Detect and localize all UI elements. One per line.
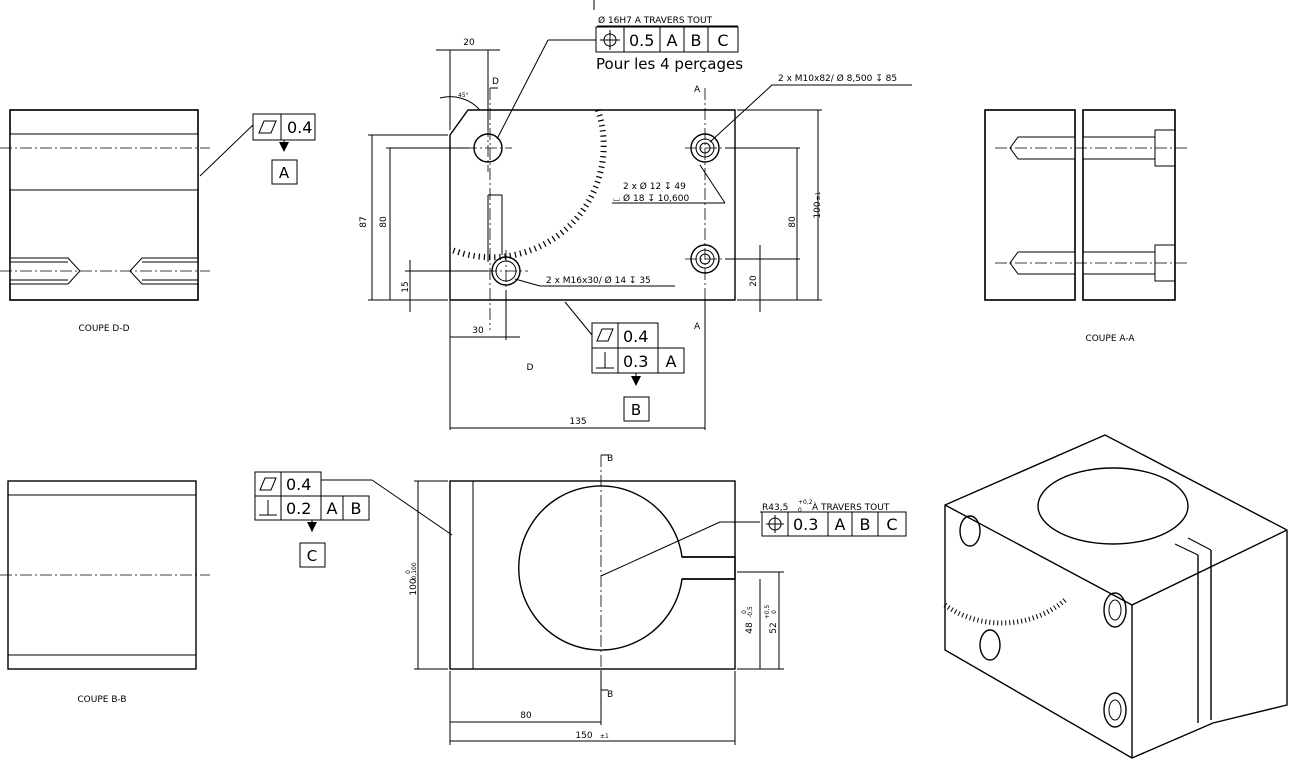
section-aa-label: COUPE A-A (1085, 334, 1135, 344)
top-dim-80: 80 (520, 711, 532, 721)
top-view: B B 0.4 0.2 A B C R43,5 +0,2 0 À TRAVERS… (254, 454, 907, 745)
dim-20-right: 20 (749, 275, 759, 287)
pos-frame-datum-a: A (835, 515, 846, 534)
hole-note: Pour les 4 perçages (596, 55, 743, 73)
top-frame-flatness: 0.4 (286, 475, 311, 494)
m16-callout: 2 x M16x30/ Ø 14 ↧ 35 (546, 275, 651, 286)
radius-tol-upper: +0,2 (798, 499, 813, 506)
datum-c-label: C (307, 547, 317, 565)
flatness-symbol-cell (252, 113, 282, 141)
isometric-view (943, 434, 1288, 759)
dim-87: 87 (359, 216, 369, 227)
dim-80-right: 80 (788, 216, 798, 228)
radius-callout: R43,5 (762, 503, 788, 513)
section-bb-label: COUPE B-B (77, 695, 126, 705)
hole-frame-tol: 0.5 (629, 31, 654, 50)
top-dim-100-tol-upper: 0 (405, 570, 412, 574)
section-aa-view: COUPE A-A (984, 109, 1190, 344)
top-dim-150-tol: ±1 (600, 733, 609, 740)
pos-frame-tol: 0.3 (793, 515, 818, 534)
dd-datum-label: A (279, 164, 290, 182)
cbore-line1: 2 x Ø 12 ↧ 49 (623, 181, 686, 192)
top-dim-52-tol-lower: 0 (771, 610, 778, 614)
radius-suffix: À TRAVERS TOUT (812, 501, 890, 513)
pos-frame-datum-c: C (886, 515, 897, 534)
front-view: D A A 20 45° 87 80 15 30 D 135 (359, 0, 912, 430)
top-dim-48-tol-lower: -0,5 (747, 606, 754, 618)
m10-callout: 2 x M10x82/ Ø 8,500 ↧ 85 (778, 73, 897, 84)
top-dim-150: 150 (575, 731, 592, 741)
hole-frame-datum-a: A (667, 31, 678, 50)
dim-15: 15 (401, 281, 411, 292)
section-dd-view: COUPE D-D 0.4 A (0, 109, 316, 334)
pos-frame-datum-b: B (860, 515, 871, 534)
view-label-d: D (527, 363, 534, 373)
bottom-frame-datum: A (666, 352, 677, 371)
top-dim-48-tol-upper: 0 (741, 610, 748, 614)
section-d-letter: D (492, 77, 499, 87)
radius-tol-lower: 0 (798, 507, 802, 514)
bottom-frame-perp: 0.3 (623, 352, 648, 371)
top-frame-perp: 0.2 (286, 499, 311, 518)
top-frame-datum-b: B (351, 499, 362, 518)
section-a-letter-bottom: A (694, 322, 701, 332)
hole-callout: Ø 16H7 A TRAVERS TOUT (598, 15, 713, 26)
top-dim-52: 52 (769, 622, 779, 633)
angle-label: 45° (458, 92, 469, 99)
hole-frame-datum-c: C (717, 31, 728, 50)
section-a-letter-top: A (694, 85, 701, 95)
section-b-letter-bottom: B (607, 690, 613, 700)
top-frame-datum-a: A (327, 499, 338, 518)
top-dim-100: 100 (409, 578, 419, 595)
dim-20-top: 20 (463, 38, 475, 48)
section-dd-label: COUPE D-D (78, 324, 129, 334)
cbore-line2: ⌴ Ø 18 ↧ 10,600 (613, 193, 689, 204)
dim-80-left: 80 (379, 216, 389, 228)
datum-b-label: B (631, 401, 641, 419)
top-dim-48: 48 (745, 622, 755, 634)
top-dim-52-tol-upper: +0,5 (764, 605, 771, 620)
bottom-frame-flatness: 0.4 (623, 327, 648, 346)
dd-flatness-value: 0.4 (287, 118, 312, 137)
dim-100-right: 100 (813, 201, 823, 218)
knurled-arc (450, 109, 607, 261)
top-dim-100-tol-lower: -0,100 (411, 562, 418, 582)
dim-100-tol: ±1 (815, 191, 822, 200)
dim-30: 30 (472, 326, 484, 336)
hole-frame-datum-b: B (691, 31, 702, 50)
dim-135: 135 (569, 417, 586, 427)
section-bb-view: COUPE B-B (0, 480, 210, 705)
section-b-letter-top: B (607, 454, 613, 464)
